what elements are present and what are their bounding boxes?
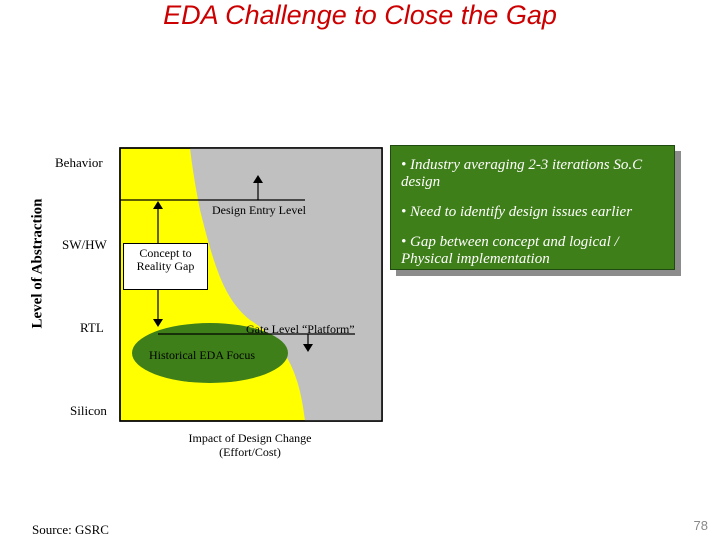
gray-region [190, 148, 382, 421]
design-entry-label: Design Entry Level [212, 203, 306, 217]
notes-panel: • Industry averaging 2-3 iterations So.C… [390, 145, 681, 276]
historical-focus-ellipse [132, 323, 288, 383]
note-identify-issues: • Need to identify design issues earlier [401, 204, 633, 220]
note-gap: • Gap between concept and logical / Phys… [401, 234, 619, 267]
level-silicon: Silicon [70, 403, 107, 418]
level-rtl: RTL [80, 320, 104, 335]
x-axis-label-line1: Impact of Design Change [188, 431, 312, 445]
concept-gap-label: Concept to Reality Gap [136, 246, 195, 273]
page-number: 78 [693, 518, 708, 533]
slide-title: EDA Challenge to Close the Gap [163, 0, 557, 30]
concept-gap-box: Concept to Reality Gap [123, 243, 208, 290]
gate-level-label: Gate Level “Platform” [246, 322, 355, 336]
level-behavior: Behavior [55, 155, 103, 170]
historical-focus-label: Historical EDA Focus [149, 348, 255, 362]
level-swhw: SW/HW [62, 237, 107, 252]
notes-box: • Industry averaging 2-3 iterations So.C… [390, 145, 675, 270]
arrow-up [253, 175, 263, 183]
note-iterations: • Industry averaging 2-3 iterations So.C… [401, 157, 643, 190]
arrow-down [303, 344, 313, 352]
x-axis-label: Impact of Design Change (Effort/Cost) [170, 431, 330, 459]
source-citation: Source: GSRC [32, 522, 109, 537]
x-axis-label-line2: (Effort/Cost) [219, 445, 281, 459]
y-axis-label: Level of Abstraction [29, 198, 46, 329]
